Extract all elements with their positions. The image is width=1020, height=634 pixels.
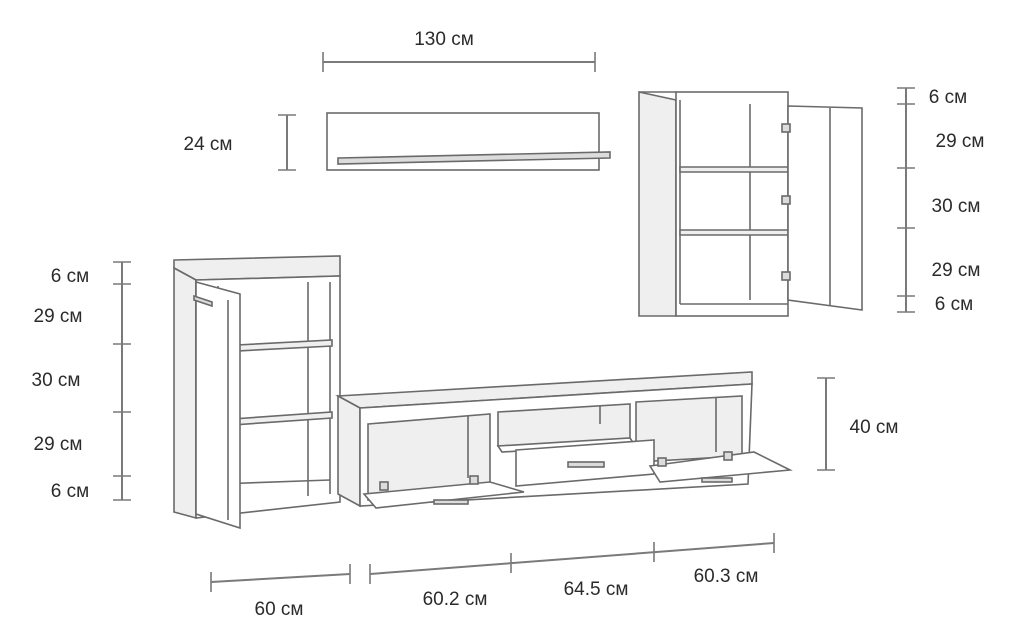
wall-bottom-label: 6 см bbox=[935, 294, 973, 315]
wall-shelf bbox=[326, 112, 611, 171]
wall-section3-label: 29 см bbox=[932, 260, 981, 281]
tv-section3-width-label: 60.3 см bbox=[694, 566, 759, 587]
tall-top-label: 6 см bbox=[51, 266, 89, 287]
cabinet-width-label: 60 см bbox=[255, 599, 304, 620]
wall-section1-label: 29 см bbox=[936, 131, 985, 152]
wall-cabinet-height-dimension: 6 см 29 см 30 см 29 см 6 см bbox=[897, 87, 984, 315]
wall-section2-label: 30 см bbox=[932, 196, 981, 217]
tall-cabinet-height-dimension: 6 см 29 см 30 см 29 см 6 см bbox=[32, 261, 131, 502]
tv-section2-width-label: 64.5 см bbox=[564, 579, 629, 600]
shelf-width-label: 130 см bbox=[414, 29, 474, 50]
tall-section2-label: 30 см bbox=[32, 370, 81, 391]
tv-stand bbox=[335, 371, 793, 509]
tall-bottom-label: 6 см bbox=[51, 481, 89, 502]
tall-cabinet bbox=[173, 255, 341, 530]
wall-cabinet bbox=[638, 91, 863, 317]
tv-section1-width-label: 60.2 см bbox=[423, 589, 488, 610]
shelf-height-dimension: 24 см bbox=[184, 114, 296, 171]
wall-top-label: 6 см bbox=[929, 87, 967, 108]
tall-section1-label: 29 см bbox=[34, 306, 83, 327]
bottom-width-dimension: 60 см 60.2 см 64.5 см 60.3 см bbox=[210, 533, 775, 620]
tv-height-label: 40 см bbox=[850, 417, 899, 438]
tall-section3-label: 29 см bbox=[34, 434, 83, 455]
tv-stand-height-dimension: 40 см bbox=[817, 377, 899, 471]
shelf-height-label: 24 см bbox=[184, 134, 233, 155]
shelf-width-dimension: 130 см bbox=[322, 29, 596, 72]
